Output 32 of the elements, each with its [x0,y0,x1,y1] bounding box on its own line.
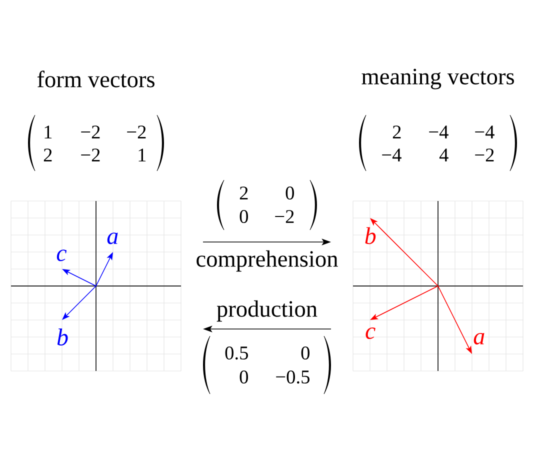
matrix-entry: 2 [44,148,52,162]
matrix-entry: −2 [127,126,146,138]
heading: form vectors [37,70,154,88]
vector-label: b [57,328,68,346]
matrix-entry: 2 [240,186,248,200]
coordinate-grid [352,200,524,372]
vector-label: a [474,332,484,344]
matrix-entry: 0 [301,346,310,360]
matrix-entry: −2 [275,210,294,223]
matrix-entry: 2 [392,126,401,138]
vector-label: c [366,328,376,340]
matrix-entry: 0.5 [225,346,248,360]
matrix-entry: −2 [475,148,494,162]
vector-label: b [365,227,376,244]
matrix-entry: −2 [81,148,100,162]
matrix-entry: −4 [382,148,402,162]
matrix-entry: 0 [240,210,248,224]
matrix-entry: −2 [81,126,100,138]
edge-label: production [215,299,319,323]
coordinate-grid [10,200,182,372]
matrix-entry: −4 [429,126,448,138]
matrix-entry: 0 [240,370,248,384]
vector-label: a [107,232,118,244]
matrix-entry: 4 [439,148,448,162]
matrix-entry: −4 [475,126,494,138]
edge-label: comprehension [194,249,340,273]
matrix-entry: 1 [44,126,52,138]
matrix-entry: 0 [286,186,294,200]
matrix-entry: 1 [138,148,146,162]
heading: meaning vectors [362,68,514,90]
matrix-entry: −0.5 [276,370,310,384]
vector-label: c [56,250,67,262]
